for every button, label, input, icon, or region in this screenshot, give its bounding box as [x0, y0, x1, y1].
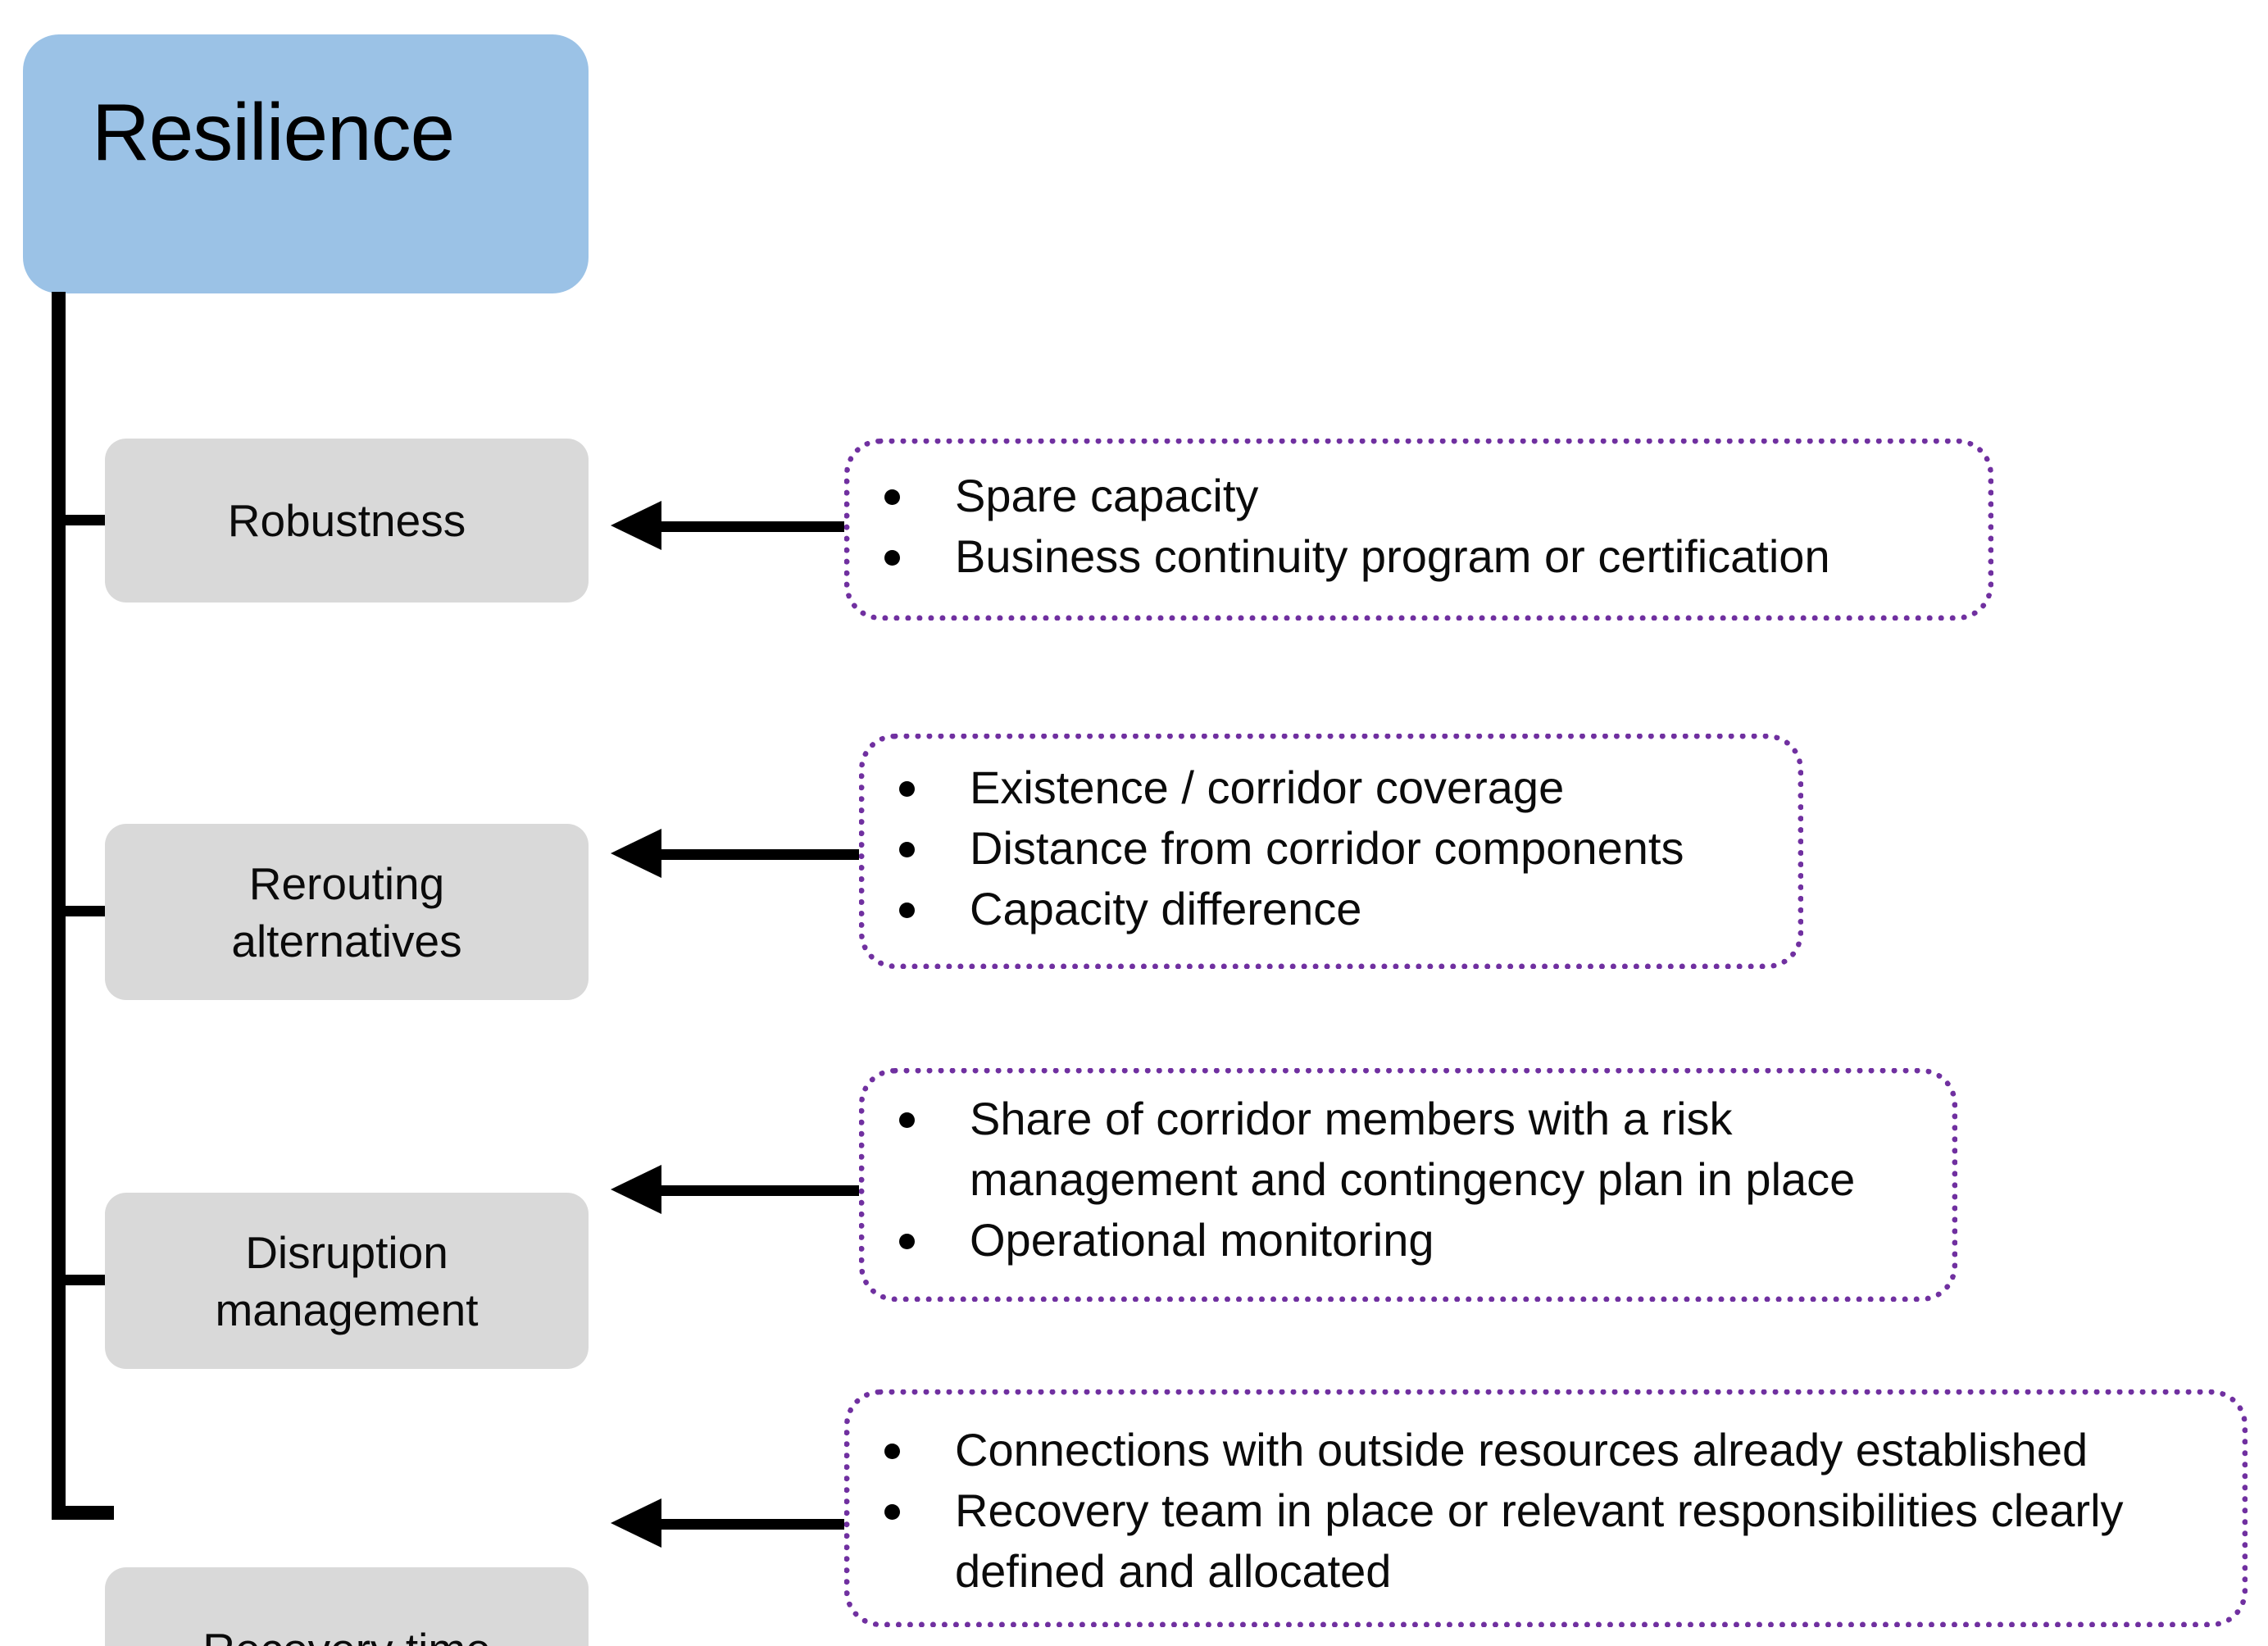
arrow-icon-to-disruption-management	[611, 1165, 865, 1214]
category-label-disruption-management: Disruption management	[207, 1224, 486, 1339]
tree-branch-stub-recovery	[52, 1506, 114, 1520]
tree-branch-stub-robustness	[52, 515, 114, 525]
bullet-dot-icon	[884, 1444, 900, 1459]
category-box-recovery-time: Recovery time	[105, 1567, 589, 1646]
arrow-head	[611, 1498, 661, 1548]
arrow-head	[611, 829, 661, 878]
root-node-label: Resilience	[92, 87, 455, 177]
arrow-icon-to-rerouting-alternatives	[611, 829, 865, 878]
root-node-resilience	[23, 34, 589, 293]
list-item: Spare capacity	[853, 466, 1963, 526]
indicator-text: Business continuity program or certifica…	[955, 530, 1830, 582]
arrow-head	[611, 501, 661, 550]
list-item: Business continuity program or certifica…	[853, 526, 1963, 587]
arrow-shaft	[658, 1185, 865, 1196]
indicator-list: Share of corridor members with a risk ma…	[868, 1089, 1927, 1271]
indicator-text: Existence / corridor coverage	[970, 762, 1565, 813]
indicator-text: Connections with outside resources alrea…	[955, 1424, 2088, 1475]
list-item: Connections with outside resources alrea…	[853, 1420, 2217, 1480]
category-label-line-2: alternatives	[231, 915, 462, 966]
indicator-list: Existence / corridor coverage Distance f…	[868, 757, 1773, 939]
list-item: Distance from corridor components	[868, 818, 1773, 879]
category-box-rerouting-alternatives: Rerouting alternatives	[105, 824, 589, 1000]
indicator-list: Connections with outside resources alrea…	[853, 1420, 2217, 1602]
category-label-line-1: Disruption	[245, 1226, 448, 1278]
bullet-dot-icon	[884, 489, 900, 505]
category-label-line-1: Rerouting	[248, 857, 445, 909]
arrow-shaft	[658, 1519, 848, 1530]
detail-box-robustness-indicators: Spare capacity Business continuity progr…	[844, 439, 1993, 621]
tree-branch-stub-disruption	[52, 1275, 114, 1285]
tree-branch-stub-rerouting	[52, 906, 114, 916]
arrow-head	[611, 1165, 661, 1214]
indicator-text: Distance from corridor components	[970, 822, 1684, 874]
bullet-dot-icon	[884, 1504, 900, 1520]
category-label-robustness: Robustness	[227, 495, 466, 546]
indicator-text: Operational monitoring	[970, 1214, 1434, 1266]
bullet-dot-icon	[899, 903, 915, 918]
bullet-dot-icon	[899, 1112, 915, 1128]
category-label-line-2: management	[215, 1284, 479, 1335]
category-label-recovery-time: Recovery time	[194, 1621, 498, 1646]
indicator-text: Share of corridor members with a risk ma…	[970, 1093, 1856, 1205]
bullet-dot-icon	[899, 1234, 915, 1249]
indicator-text: Spare capacity	[955, 470, 1259, 521]
detail-box-disruption-indicators: Share of corridor members with a risk ma…	[859, 1068, 1957, 1302]
indicator-list: Spare capacity Business continuity progr…	[853, 466, 1963, 587]
arrow-shaft	[658, 521, 848, 532]
detail-box-recovery-indicators: Connections with outside resources alrea…	[844, 1389, 2248, 1627]
arrow-icon-to-recovery-time	[611, 1498, 848, 1548]
bullet-dot-icon	[899, 781, 915, 797]
bullet-dot-icon	[899, 842, 915, 857]
list-item: Recovery team in place or relevant respo…	[853, 1480, 2217, 1602]
list-item: Capacity difference	[868, 879, 1773, 939]
category-box-robustness: Robustness	[105, 439, 589, 602]
category-label-rerouting-alternatives: Rerouting alternatives	[223, 855, 470, 970]
tree-trunk-line	[52, 292, 66, 1516]
detail-box-rerouting-indicators: Existence / corridor coverage Distance f…	[859, 734, 1803, 969]
category-box-disruption-management: Disruption management	[105, 1193, 589, 1369]
indicator-text: Capacity difference	[970, 883, 1362, 934]
list-item: Operational monitoring	[868, 1210, 1927, 1271]
arrow-shaft	[658, 849, 865, 860]
bullet-dot-icon	[884, 550, 900, 566]
list-item: Share of corridor members with a risk ma…	[868, 1089, 1927, 1210]
arrow-icon-to-robustness	[611, 501, 848, 550]
list-item: Existence / corridor coverage	[868, 757, 1773, 818]
indicator-text: Recovery team in place or relevant respo…	[955, 1485, 2124, 1597]
